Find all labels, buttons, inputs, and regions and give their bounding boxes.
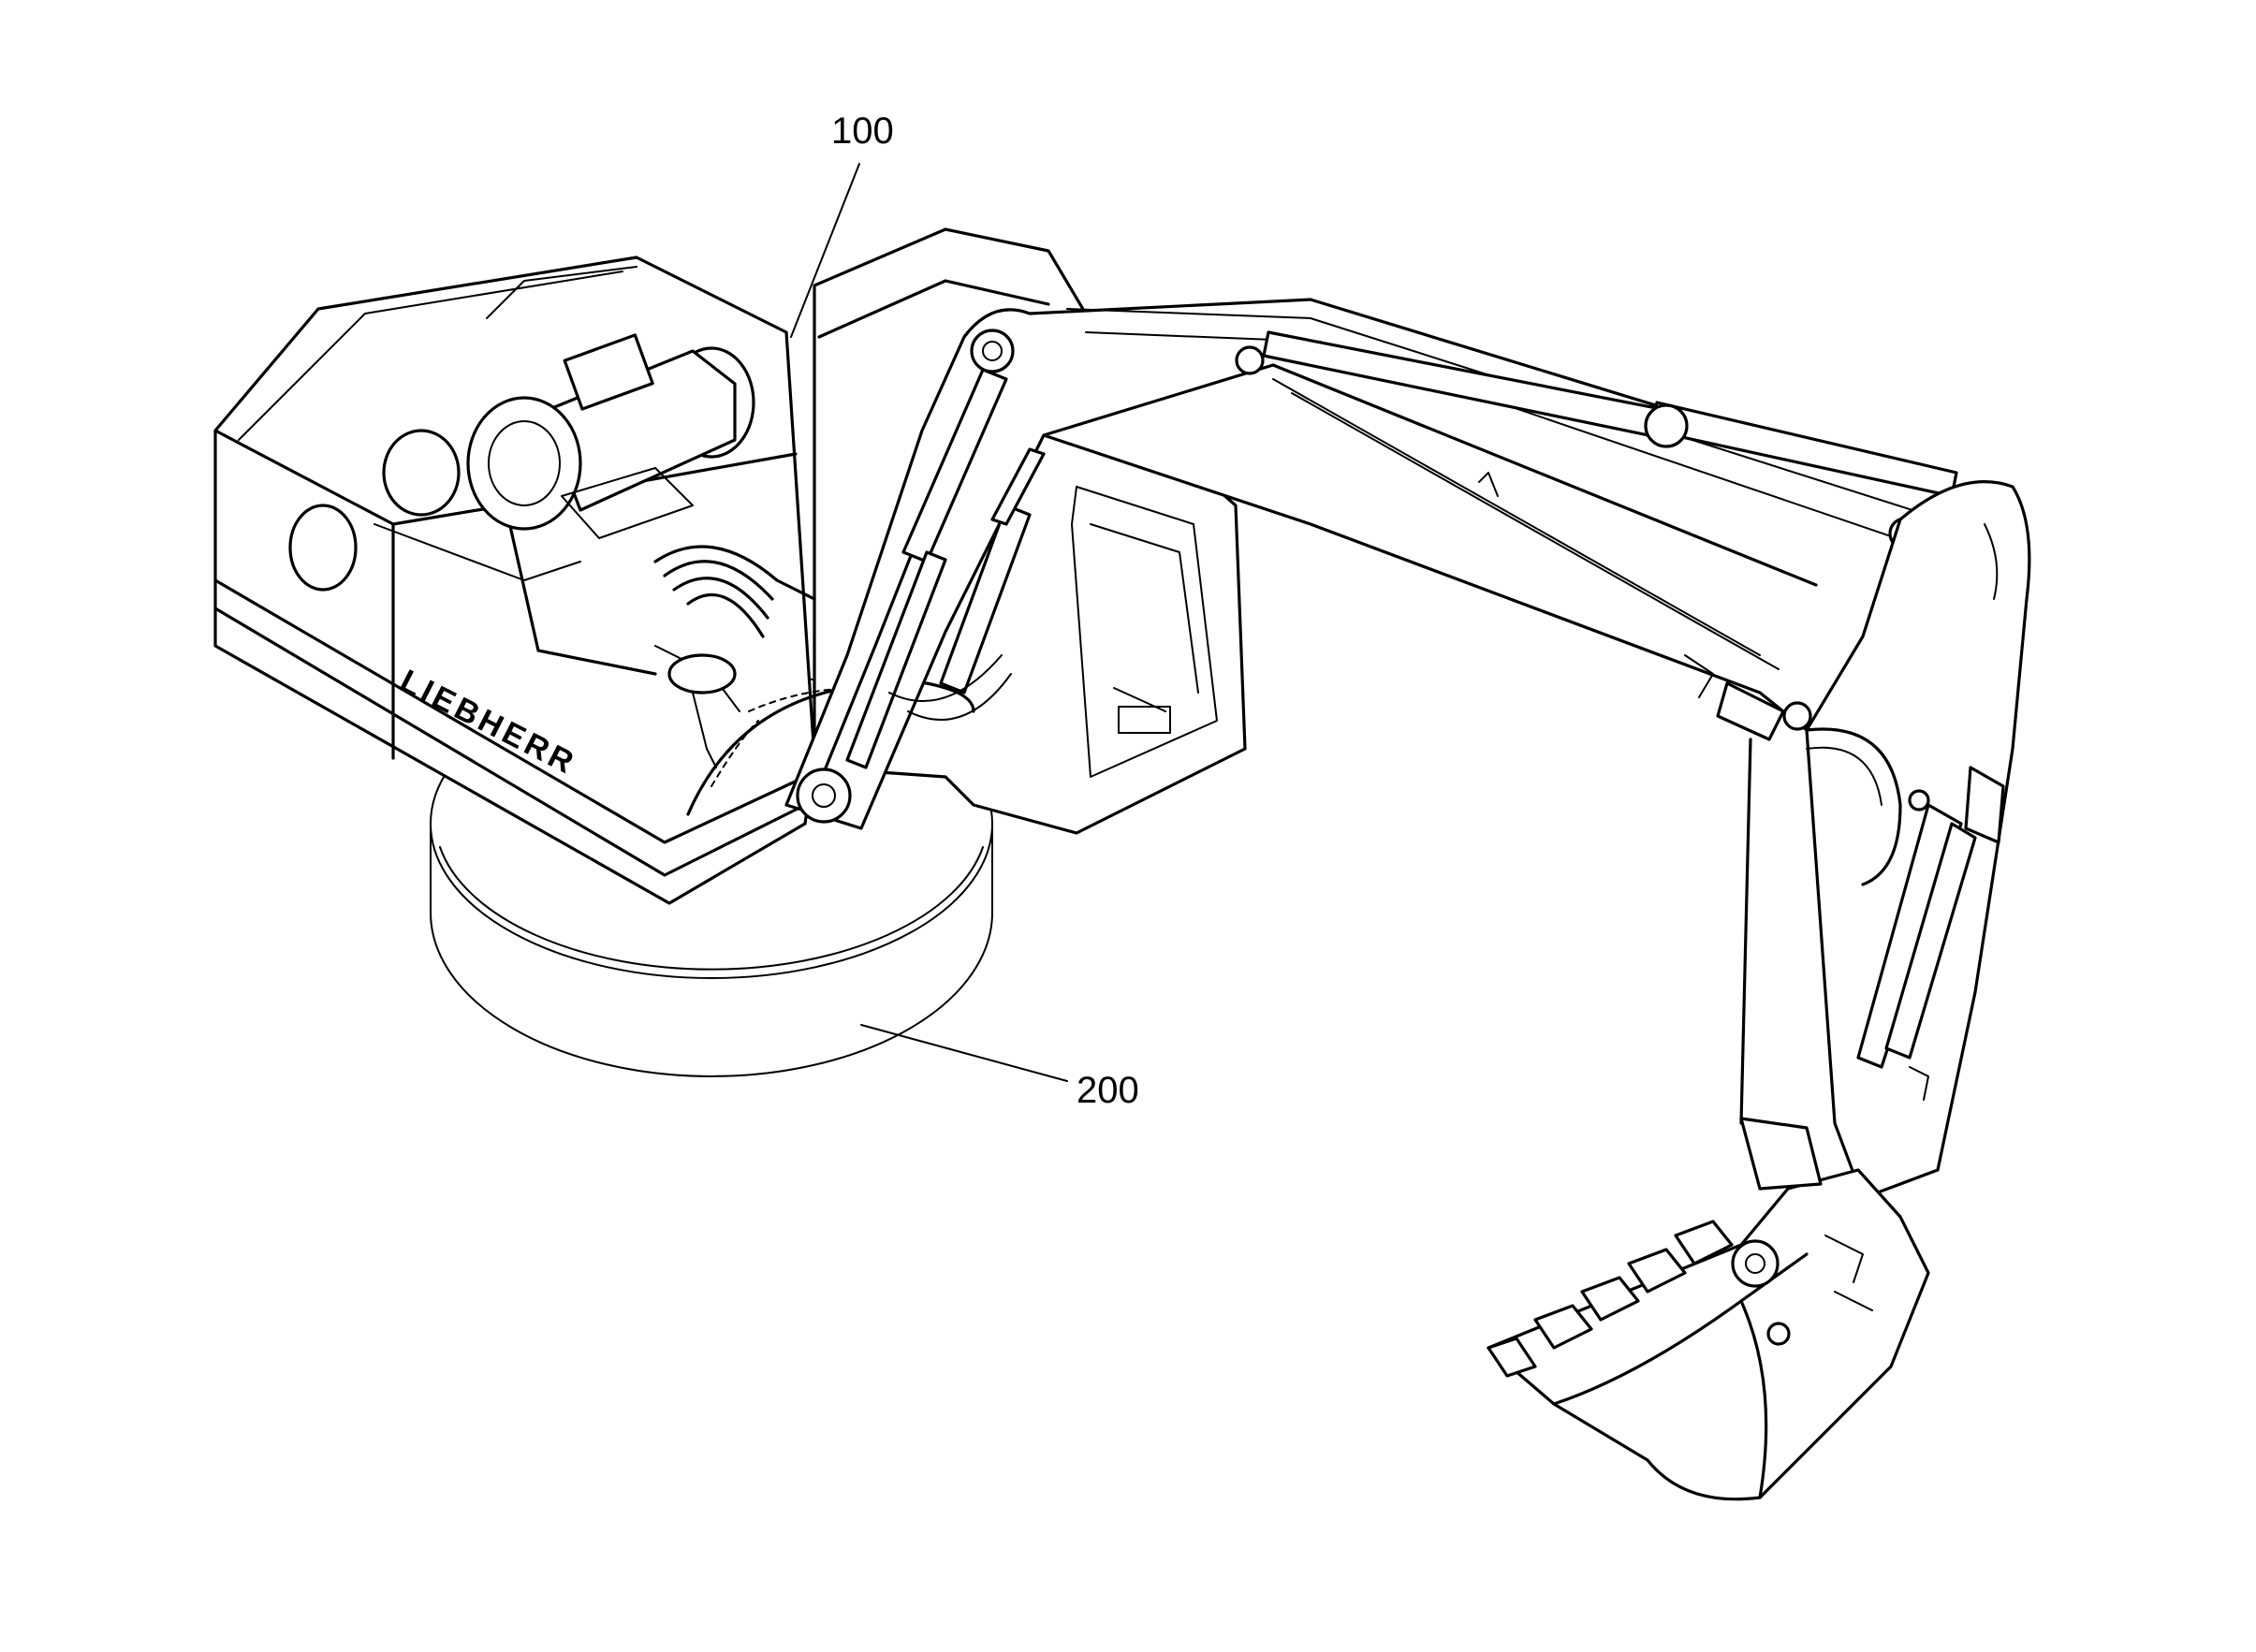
reference-numeral-200: 200: [1077, 1070, 1139, 1111]
electric-motor: [288, 333, 755, 592]
hydraulic-hoses: [653, 545, 816, 768]
bucket: [1487, 1117, 1930, 1501]
stick-arm: [1739, 480, 2031, 1200]
boom-cylinders: [796, 368, 1046, 824]
stick-cylinder: [1262, 330, 1958, 670]
leader-lines: [790, 163, 1068, 1082]
leader-line-100: [790, 163, 860, 338]
leader-line-200: [860, 1024, 1068, 1082]
reference-numeral-100: 100: [831, 110, 894, 152]
